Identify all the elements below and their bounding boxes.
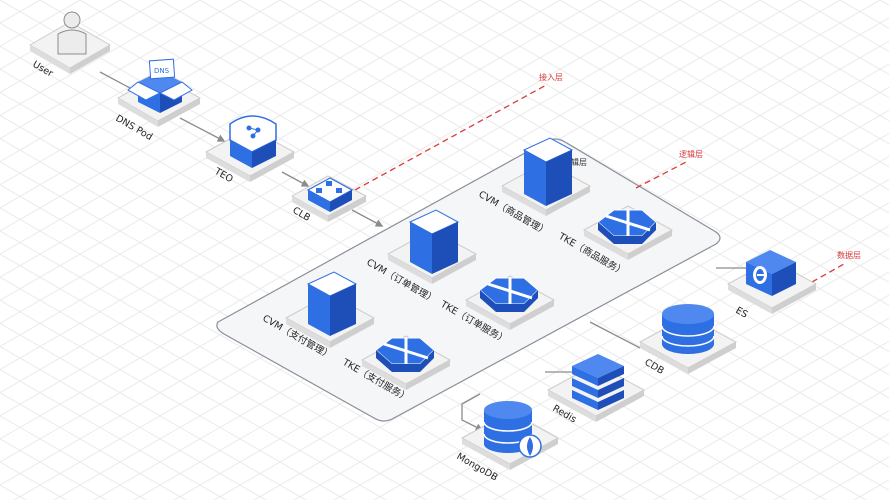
server-tower-icon xyxy=(408,209,460,274)
es-label: ES xyxy=(734,305,750,321)
node-cvm-order xyxy=(386,209,478,284)
node-es xyxy=(726,250,818,314)
logic-tier-group xyxy=(216,138,721,422)
redis-stack-icon xyxy=(572,354,624,410)
connector-user-dns xyxy=(99,71,131,89)
node-tke-order xyxy=(464,275,556,330)
server-tower-icon xyxy=(522,137,574,206)
container-cluster-icon xyxy=(375,337,435,372)
node-tke-goods xyxy=(582,205,674,260)
connector-dns-teo xyxy=(179,117,226,142)
dns-box-icon: DNS xyxy=(127,58,193,113)
node-mongodb xyxy=(460,401,560,470)
node-dns: DNS xyxy=(116,58,202,127)
data-tier-line xyxy=(811,263,845,283)
node-cdb xyxy=(638,304,738,374)
access-tier-label: 接入层 xyxy=(539,72,563,82)
elasticsearch-icon xyxy=(746,250,796,296)
mongodb-icon xyxy=(483,401,542,458)
user-icon xyxy=(57,11,87,55)
connector-teo-clb xyxy=(281,171,310,187)
server-tower-icon xyxy=(306,271,358,336)
node-cvm-pay xyxy=(284,271,376,348)
container-cluster-icon xyxy=(597,209,657,244)
connector-clb-logic xyxy=(351,209,384,227)
node-cvm-goods xyxy=(500,137,592,216)
container-cluster-icon xyxy=(479,277,539,312)
logic-tier-label: 逻辑层 xyxy=(679,149,703,159)
load-balancer-icon xyxy=(306,177,354,212)
connector-logic-mongodb xyxy=(461,393,484,431)
node-clb xyxy=(290,175,368,222)
node-user xyxy=(28,11,112,74)
node-redis xyxy=(546,354,646,422)
teo-shield-icon xyxy=(229,115,277,168)
data-tier-label: 数据层 xyxy=(837,250,861,260)
node-tke-pay xyxy=(360,335,452,390)
connector-logic-cdb xyxy=(589,321,641,349)
access-tier-line xyxy=(354,83,549,191)
dns-box-text: DNS xyxy=(154,67,170,75)
node-teo xyxy=(204,115,296,182)
tier-markers: 接入层 逻辑层 数据层 xyxy=(354,72,861,283)
database-cylinder-icon xyxy=(661,304,715,354)
logic-tier-group-label: 逻辑层 xyxy=(563,157,587,167)
